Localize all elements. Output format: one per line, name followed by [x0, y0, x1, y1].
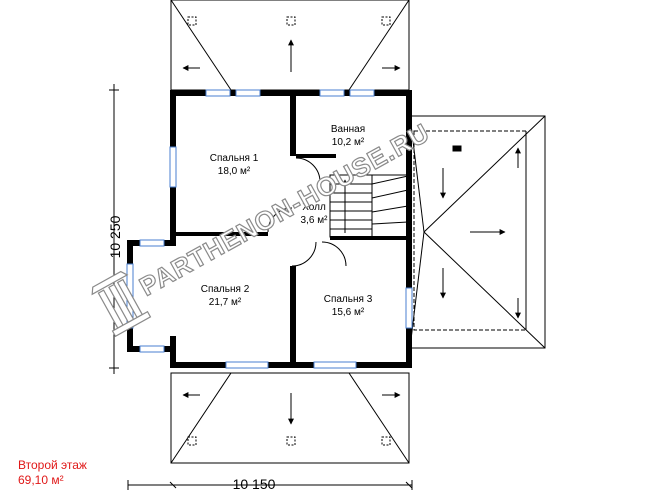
dimension-height: 10 250 [107, 84, 123, 374]
floor-title: Второй этаж [18, 458, 87, 472]
height-label: 10 250 [107, 215, 123, 258]
dimension-width: 10 150 [127, 476, 413, 492]
room-bedroom3: Спальня 3 15,6 м² [324, 294, 373, 318]
doors [267, 157, 347, 267]
room-area: 15,6 м² [332, 307, 365, 318]
floor-area: 69,10 м² [18, 473, 64, 487]
room-area: 18,0 м² [218, 166, 251, 177]
roof-right [409, 115, 546, 349]
roof-top [170, 0, 410, 91]
floor-caption: Второй этаж 69,10 м² [18, 458, 87, 488]
column-logo-icon [91, 270, 152, 338]
room-name: Холл [302, 202, 326, 213]
room-area: 10,2 м² [332, 137, 365, 148]
room-name: Ванная [331, 124, 365, 135]
room-hall: Холл 3,6 м² [301, 202, 329, 226]
room-area: 3,6 м² [301, 215, 329, 226]
room-name: Спальня 2 [201, 284, 250, 295]
room-name: Спальня 1 [210, 153, 259, 164]
room-bedroom2: Спальня 2 21,7 м² [201, 284, 250, 308]
room-bedroom1: Спальня 1 18,0 м² [210, 153, 259, 177]
room-area: 21,7 м² [209, 297, 242, 308]
roof-bottom [170, 372, 410, 464]
width-label: 10 150 [233, 476, 276, 492]
room-bathroom: Ванная 10,2 м² [331, 124, 365, 148]
room-areas [140, 96, 406, 356]
room-name: Спальня 3 [324, 294, 373, 305]
